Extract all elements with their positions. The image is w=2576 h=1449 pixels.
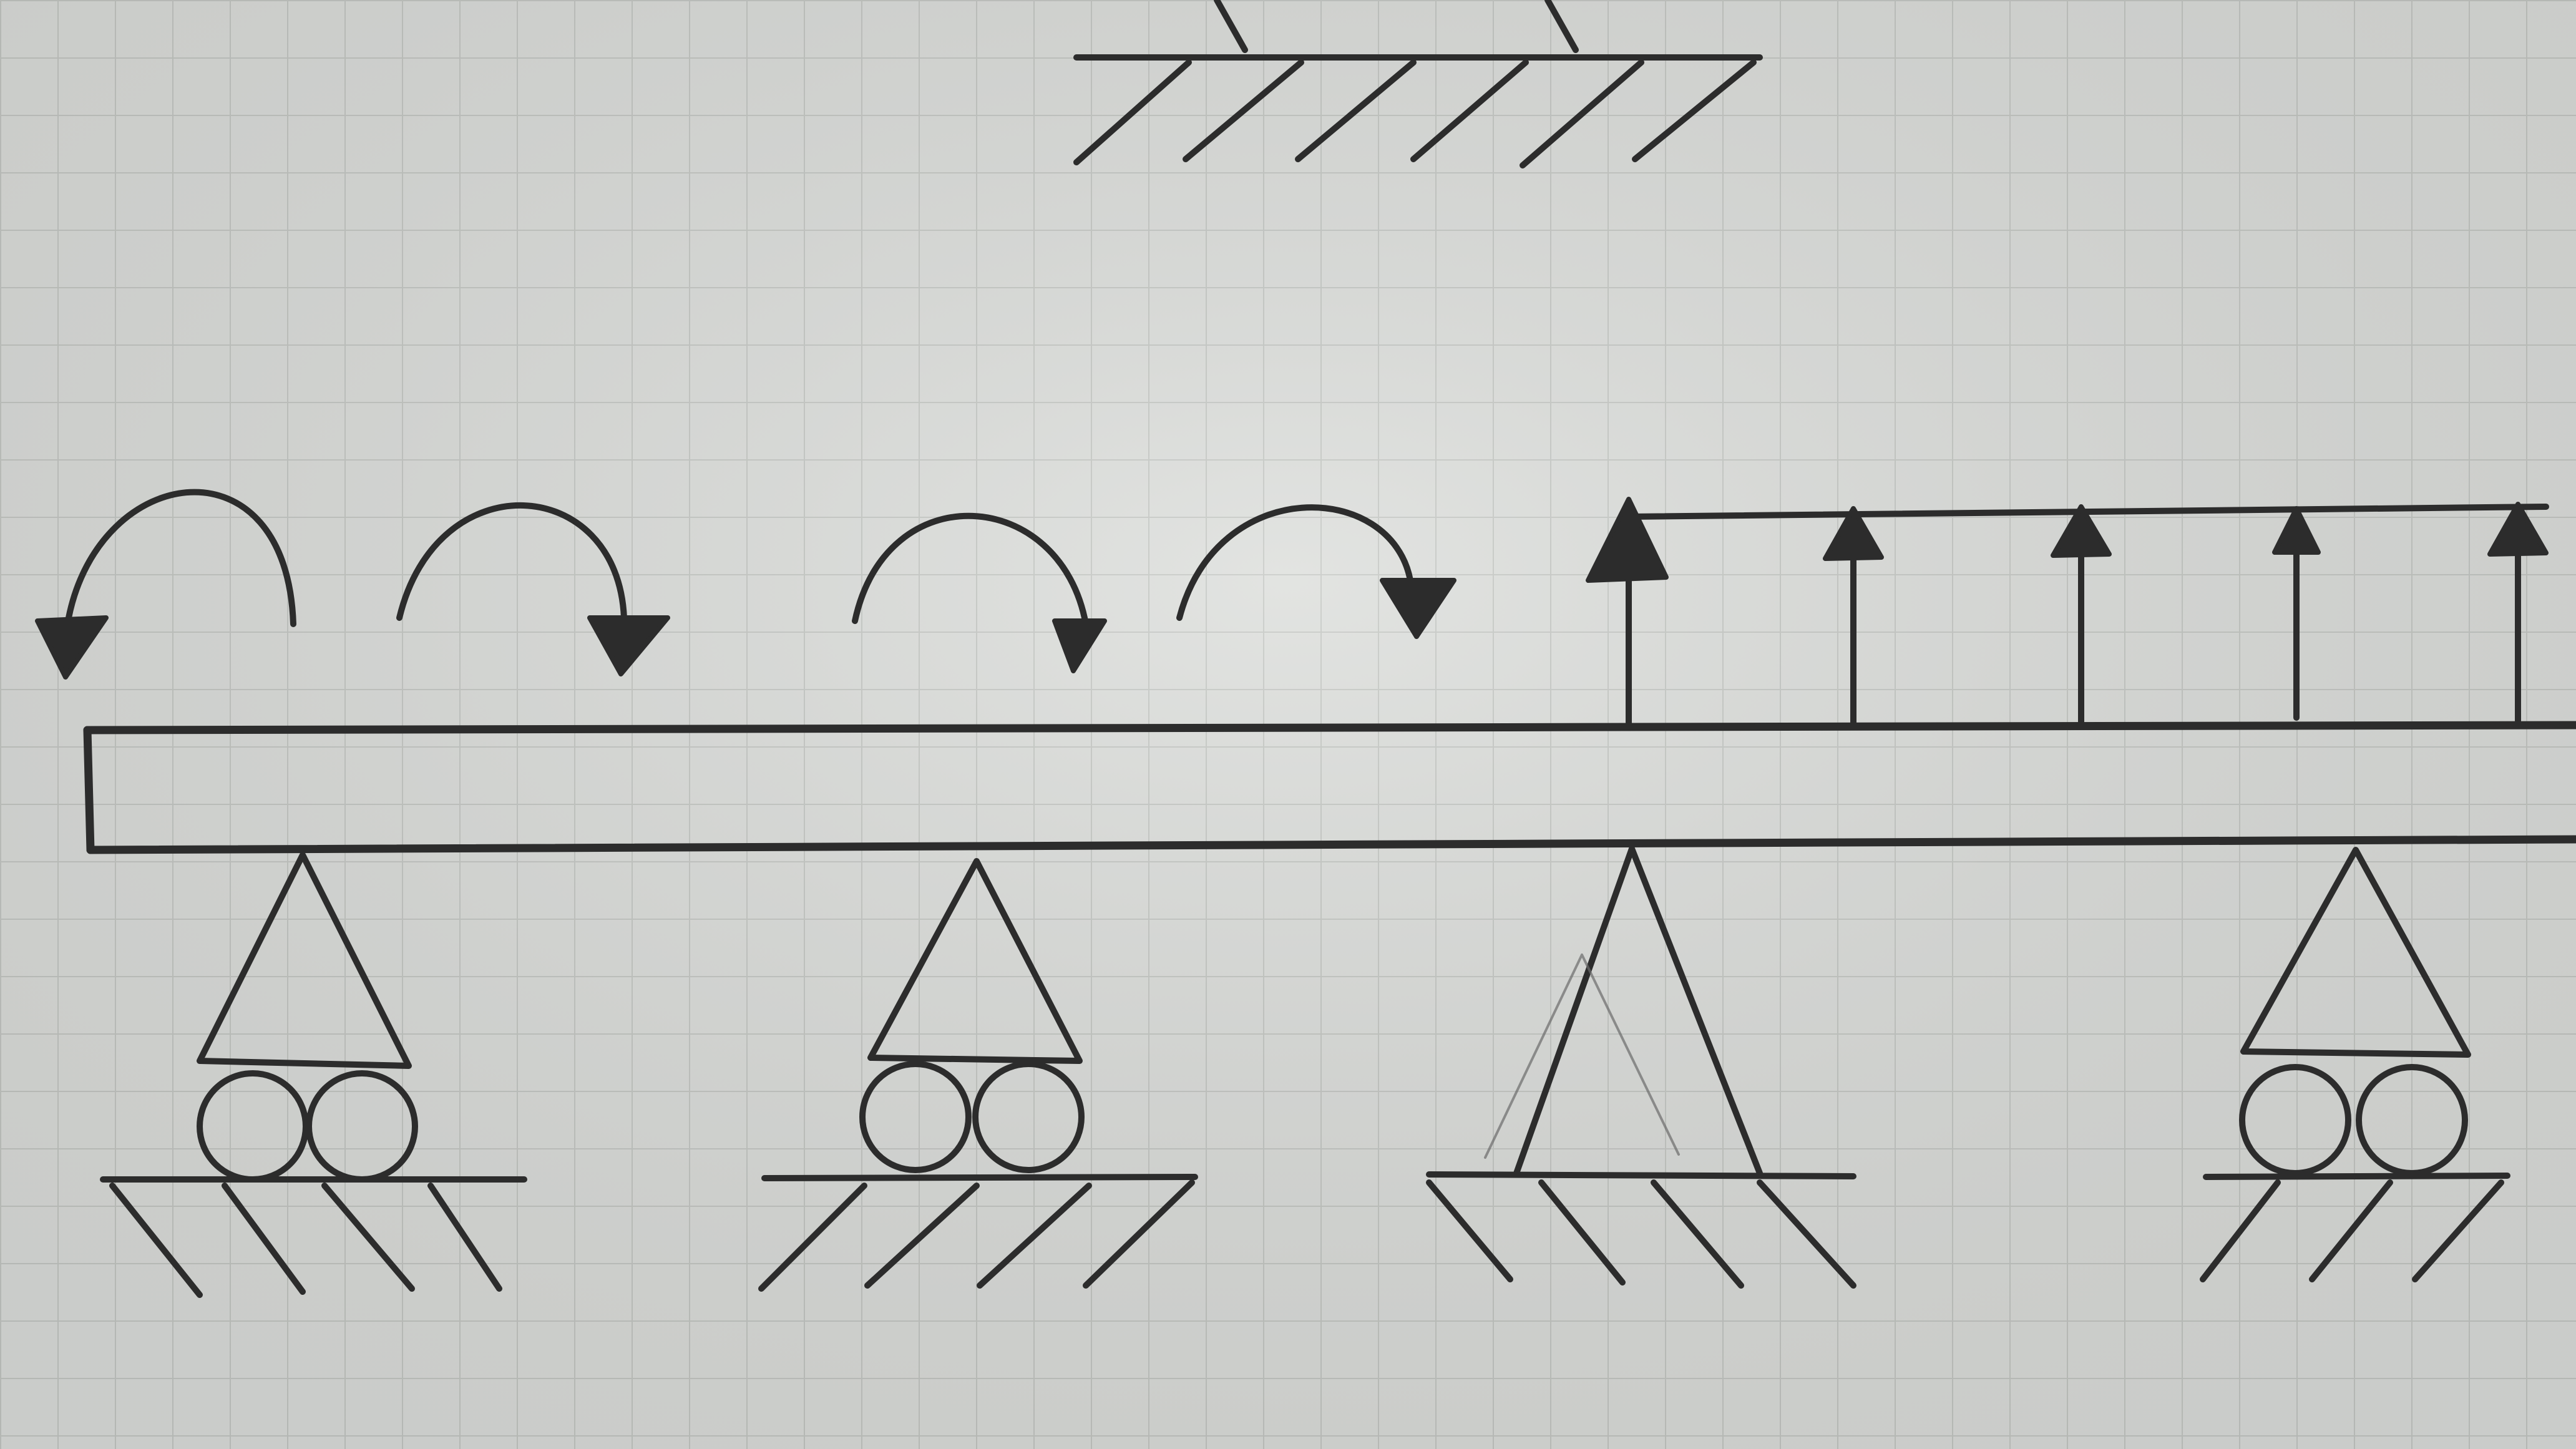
horizontal-beam [83, 721, 2576, 854]
moment-clockwise [396, 502, 670, 676]
roller-support-2 [758, 858, 1198, 1292]
load-arrow [2487, 502, 2549, 724]
pin-support-top-cut-off [1073, 0, 1763, 168]
moment-clockwise [1176, 504, 1456, 639]
load-arrow [1823, 506, 1884, 726]
roller-support-3 [2200, 847, 2510, 1282]
distributed-load-upward [1586, 497, 2549, 727]
load-arrow [1586, 497, 1669, 727]
load-arrow [2051, 504, 2112, 727]
moment-counterclockwise [35, 489, 296, 680]
moment-clockwise [852, 512, 1107, 673]
roller-support-1 [100, 852, 527, 1298]
load-arrow [2272, 506, 2321, 721]
pin-support [1426, 846, 1856, 1289]
